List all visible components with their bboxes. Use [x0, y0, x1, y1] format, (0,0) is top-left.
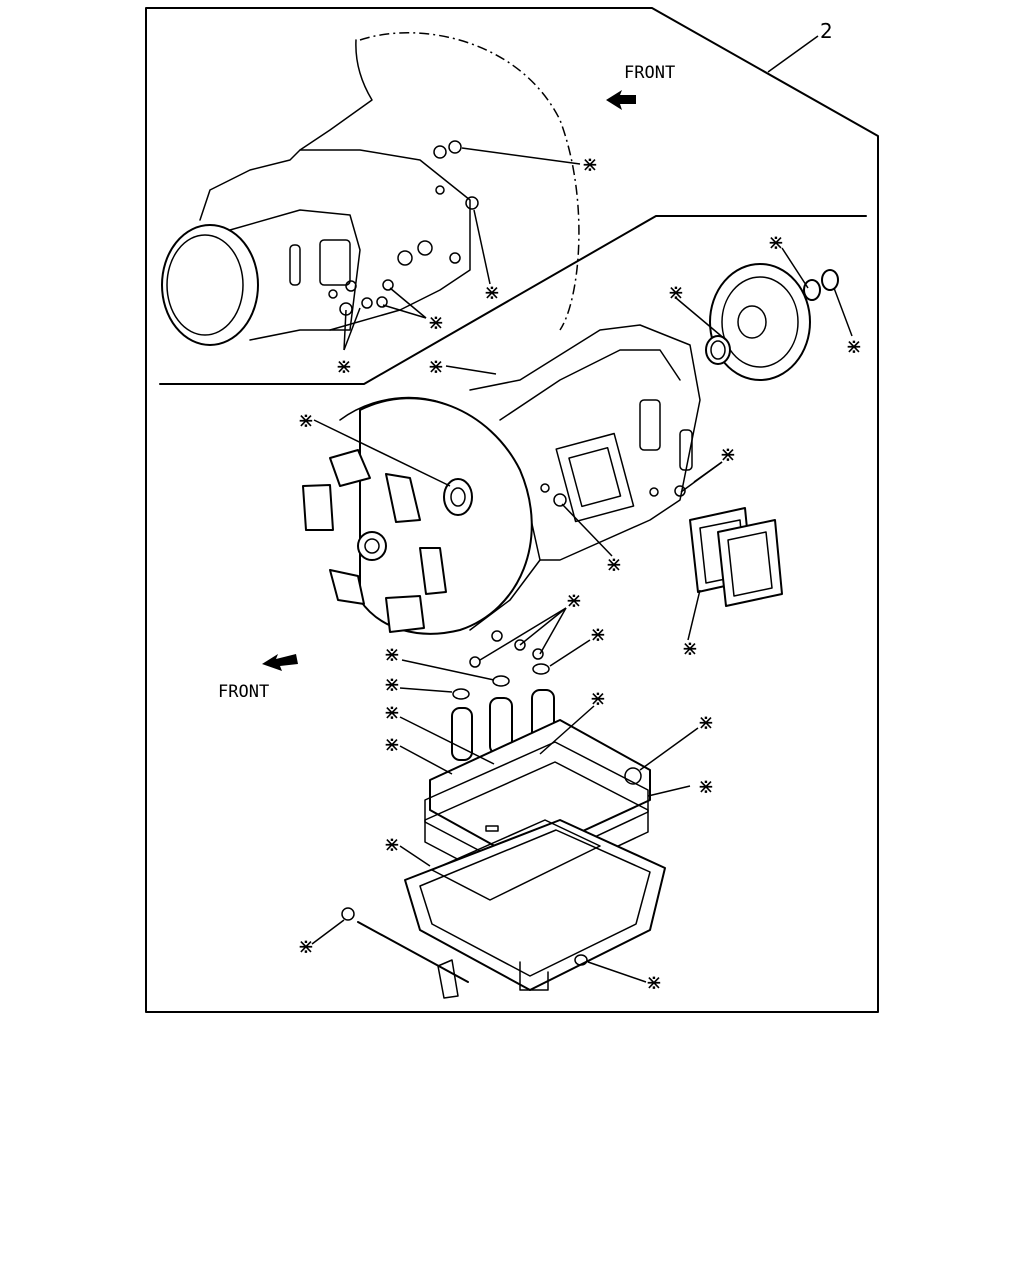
- asterisk-icon: ⋇: [384, 700, 401, 724]
- asterisk-icon: ⋇: [846, 334, 863, 358]
- front-arrow-icon: [262, 654, 298, 671]
- front-indicator-bottom: FRONT: [218, 654, 298, 702]
- asterisk-icon: ⋇: [698, 774, 715, 798]
- asterisk-icon: ⋇: [384, 832, 401, 856]
- front-indicator-top: FRONT: [606, 63, 675, 110]
- transmission-assembly: [302, 324, 701, 635]
- asterisk-icon: ⋇: [682, 636, 699, 660]
- kit-marks: ⋇ ⋇ ⋇ ⋇ ⋇ ⋇ ⋇ ⋇ ⋇ ⋇ ⋇ ⋇ ⋇ ⋇ ⋇ ⋇ ⋇ ⋇ ⋇ ⋇ …: [298, 152, 863, 994]
- asterisk-icon: ⋇: [698, 710, 715, 734]
- asterisk-icon: ⋇: [336, 354, 353, 378]
- asterisk-icon: ⋇: [428, 310, 445, 334]
- transmission-housing-detail: [161, 32, 580, 346]
- asterisk-icon: ⋇: [768, 230, 785, 254]
- asterisk-icon: ⋇: [298, 934, 315, 958]
- asterisk-icon: ⋇: [484, 280, 501, 304]
- dipstick: [341, 907, 469, 999]
- asterisk-icon: ⋇: [590, 686, 607, 710]
- detail-divider: [159, 215, 867, 385]
- asterisk-icon: ⋇: [566, 588, 583, 612]
- callout-2: 2: [767, 19, 833, 73]
- control-valve-body: [424, 719, 651, 893]
- asterisk-icon: ⋇: [298, 408, 315, 432]
- callout-number: 2: [820, 19, 833, 43]
- pto-gaskets: [689, 507, 783, 607]
- diagram-frame: [145, 7, 879, 1013]
- front-label-top: FRONT: [624, 63, 675, 83]
- output-flange: [705, 263, 839, 381]
- front-arrow-icon: [606, 90, 636, 110]
- asterisk-icon: ⋇: [668, 280, 685, 304]
- asterisk-icon: ⋇: [720, 442, 737, 466]
- oil-pan: [404, 819, 666, 991]
- asterisk-icon: ⋇: [646, 970, 663, 994]
- asterisk-icon: ⋇: [384, 732, 401, 756]
- asterisk-icon: ⋇: [590, 622, 607, 646]
- asterisk-icon: ⋇: [384, 672, 401, 696]
- asterisk-icon: ⋇: [384, 642, 401, 666]
- leader-lines: [311, 147, 853, 983]
- asterisk-icon: ⋇: [428, 354, 445, 378]
- asterisk-icon: ⋇: [606, 552, 623, 576]
- front-label-bottom: FRONT: [218, 682, 269, 702]
- asterisk-icon: ⋇: [582, 152, 599, 176]
